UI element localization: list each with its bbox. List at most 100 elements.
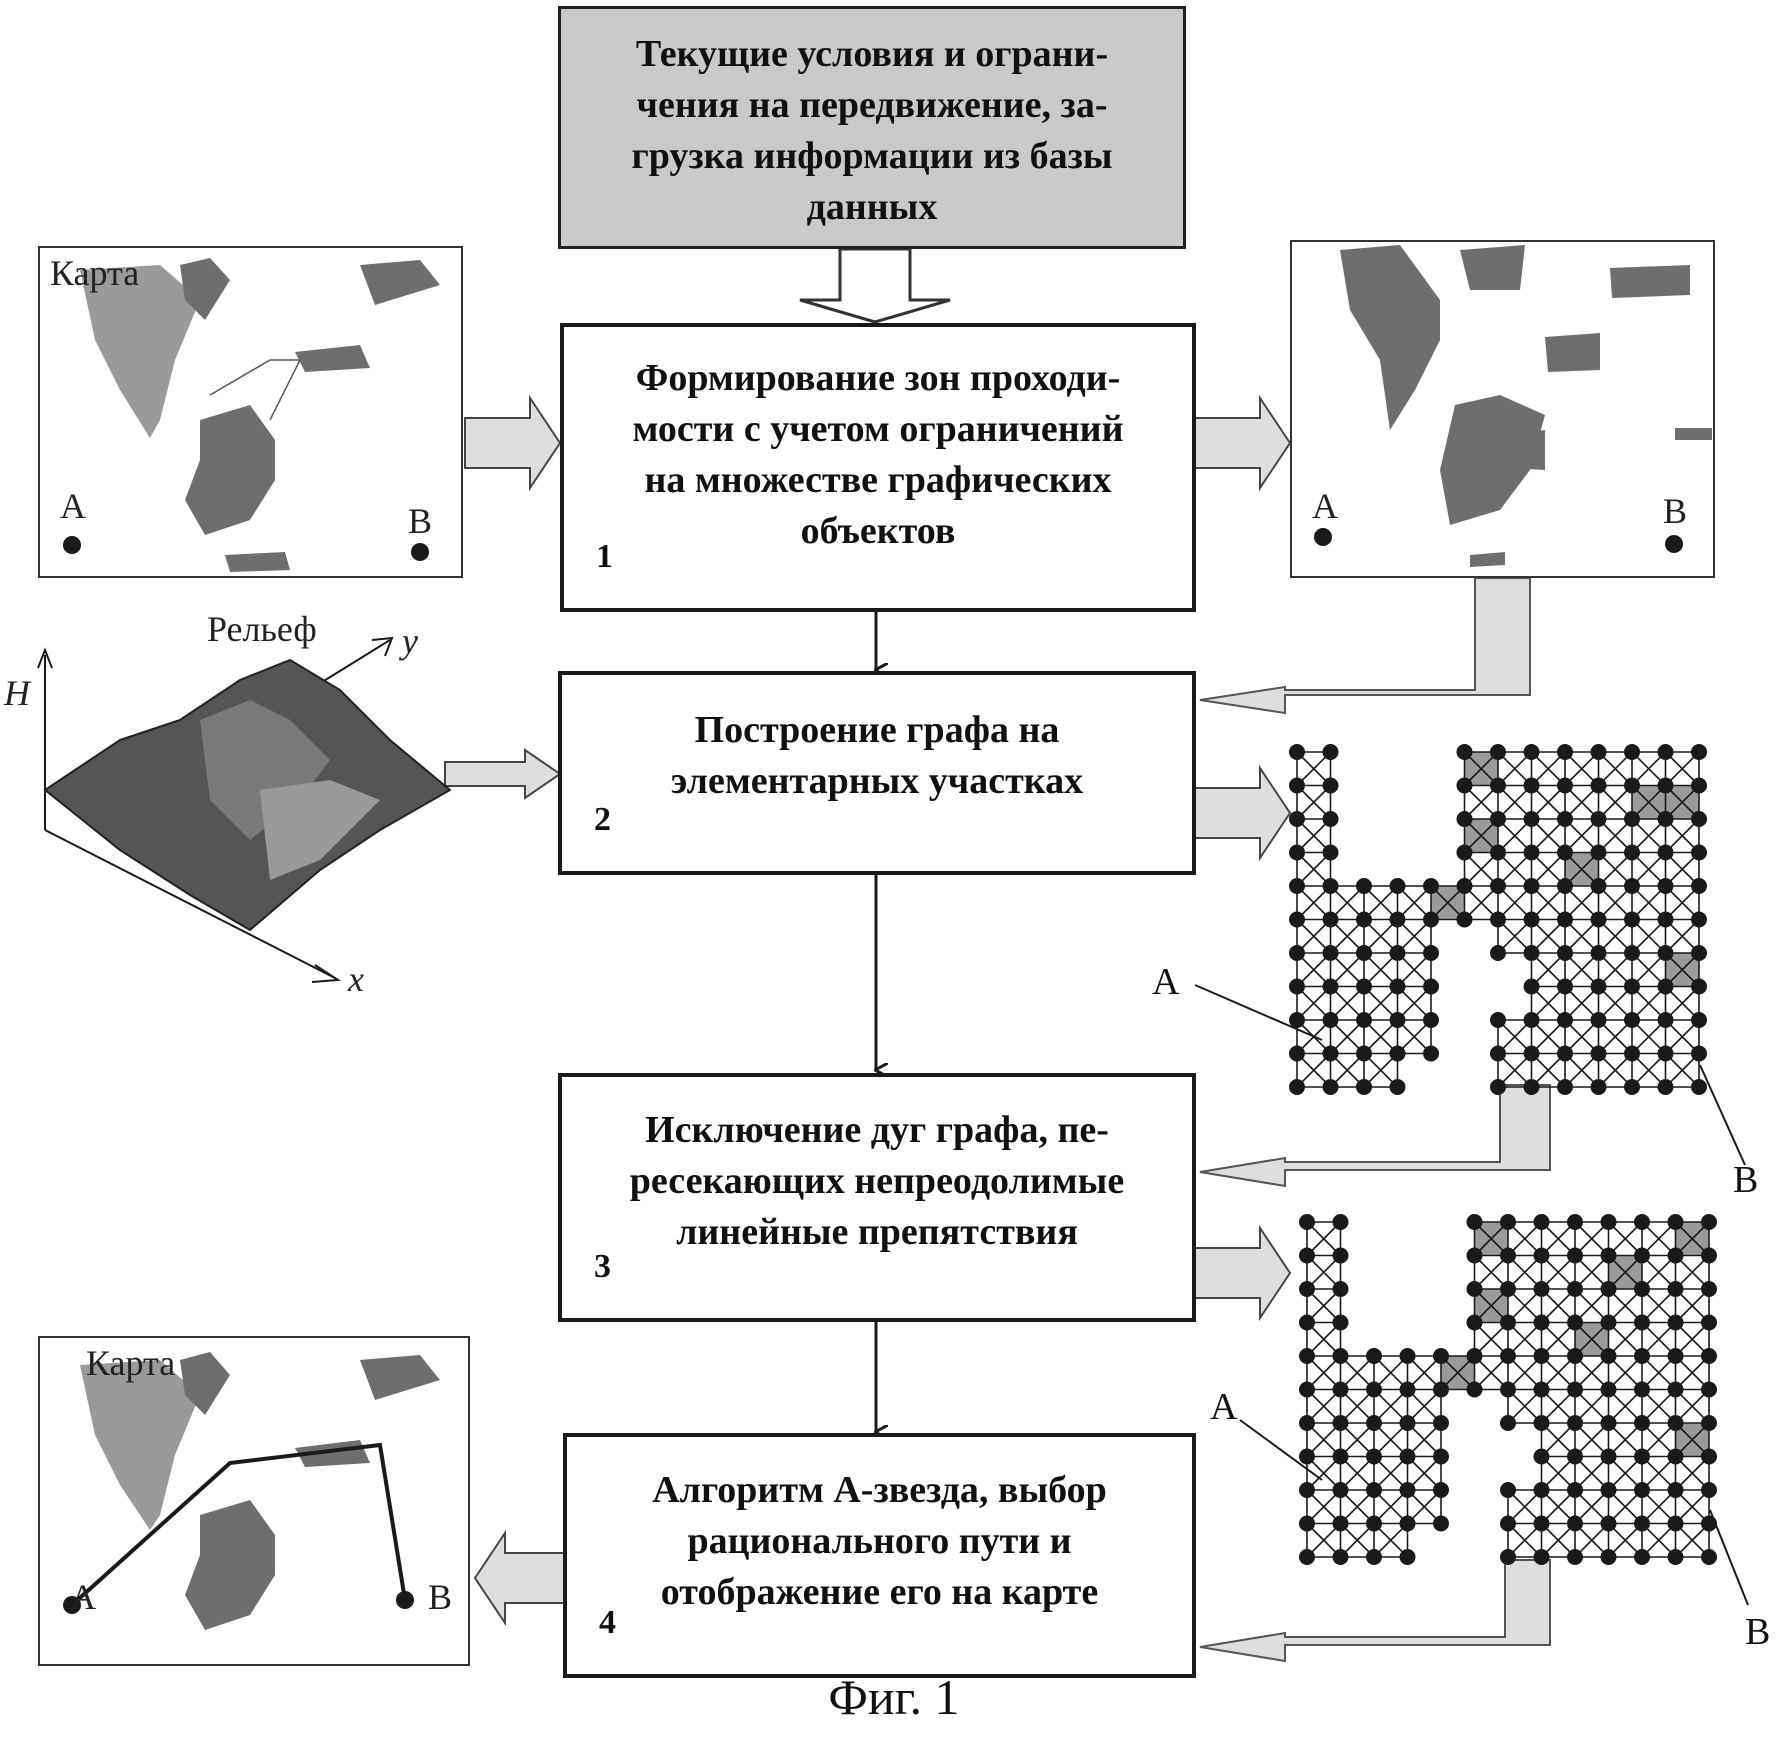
graph-node	[1299, 1214, 1315, 1230]
graph-node	[1590, 911, 1607, 928]
graph-node	[1423, 945, 1439, 961]
graph-node	[1691, 978, 1707, 995]
graph-node	[1567, 1515, 1583, 1532]
graph-node	[1299, 1448, 1315, 1465]
graph-node	[1567, 1415, 1583, 1431]
graph-node	[1466, 1381, 1483, 1398]
graph-node	[1624, 945, 1640, 961]
graph1-label-a: A	[1152, 961, 1180, 1003]
graph-node	[1691, 744, 1707, 760]
block-arrow-box3-to-graph2	[1194, 1224, 1292, 1322]
block-arrow-relief-to-box2	[444, 748, 562, 800]
graph-node	[1366, 1515, 1382, 1532]
graph-node	[1423, 1012, 1439, 1028]
graph-node	[1500, 1281, 1516, 1297]
graph-node	[1399, 1549, 1416, 1565]
relief-axis-h: H	[4, 673, 30, 713]
graph-node	[1456, 744, 1473, 760]
graph-node	[1600, 1381, 1617, 1398]
graph-node	[1600, 1515, 1617, 1532]
graph-node	[1557, 1045, 1573, 1062]
graph-node	[1557, 811, 1573, 827]
map1-label-b: B	[408, 501, 433, 541]
graph-node	[1523, 844, 1540, 861]
graph-node	[1590, 945, 1607, 961]
graph-node	[1691, 911, 1707, 928]
map3-title: Карта	[86, 1343, 176, 1383]
graph-node	[1289, 945, 1305, 961]
box-input-conditions: Текущие условия и ограни- чения на перед…	[558, 6, 1186, 249]
graph-node	[1356, 978, 1372, 995]
graph-node	[1299, 1314, 1315, 1331]
graph-node	[1634, 1482, 1650, 1498]
graph-node	[1523, 1012, 1540, 1028]
box-step-1: Формирование зон проходи- мости с учетом…	[560, 323, 1196, 612]
graph-node	[1466, 1348, 1483, 1364]
map2-shapes	[1314, 245, 1712, 567]
graph-node	[1701, 1314, 1717, 1331]
return-arrow-graph2-to-box4	[1199, 1559, 1551, 1663]
graph-node	[1624, 744, 1640, 760]
graph-node	[1624, 1079, 1640, 1095]
graph-node	[1289, 811, 1305, 827]
graph2-label-b: B	[1745, 1611, 1771, 1653]
graph-node	[1533, 1448, 1550, 1465]
graph-node	[1322, 744, 1339, 760]
graph-node	[1523, 811, 1540, 827]
box-step-4: Алгоритм А-звезда, выбор рационального п…	[563, 1433, 1196, 1678]
graph-node	[1466, 1281, 1483, 1297]
graph-node	[1490, 945, 1506, 961]
graph-node	[1332, 1448, 1349, 1465]
graph-node	[1500, 1381, 1516, 1398]
graph-node	[1366, 1348, 1382, 1364]
graph-node	[1523, 744, 1540, 760]
block-arrow-map1-to-box1	[464, 394, 562, 492]
graph-node	[1657, 811, 1674, 827]
graph-node	[1299, 1482, 1315, 1498]
graph-node	[1523, 978, 1540, 995]
graph-node	[1590, 744, 1607, 760]
graph-node	[1533, 1247, 1550, 1264]
graph-node	[1299, 1281, 1315, 1297]
graph-node	[1600, 1482, 1617, 1498]
graph-node	[1299, 1348, 1315, 1364]
graph-node	[1289, 1012, 1305, 1028]
graph-node	[1657, 945, 1674, 961]
graph-node	[1289, 744, 1305, 760]
graph-node	[1624, 844, 1640, 861]
graph-node	[1691, 1045, 1707, 1062]
graph-node	[1299, 1247, 1315, 1264]
graph-node	[1634, 1281, 1650, 1297]
graph-node	[1322, 978, 1339, 995]
graph-node	[1657, 1012, 1674, 1028]
graph-node	[1456, 777, 1473, 794]
graph-node	[1624, 978, 1640, 995]
graph-node	[1600, 1281, 1617, 1297]
graph-node	[1399, 1482, 1416, 1498]
graph-node	[1490, 878, 1506, 894]
graph-node	[1490, 1045, 1506, 1062]
graph-node	[1433, 1482, 1449, 1498]
graph-node	[1634, 1415, 1650, 1431]
graph-node	[1322, 1045, 1339, 1062]
graph-node	[1366, 1549, 1382, 1565]
graph-node	[1356, 1079, 1372, 1095]
graph-node	[1332, 1247, 1349, 1264]
graph-node	[1557, 945, 1573, 961]
graph-node	[1332, 1515, 1349, 1532]
graph-node	[1322, 777, 1339, 794]
graph-node	[1557, 844, 1573, 861]
graph-node	[1567, 1314, 1583, 1331]
route-line	[70, 1442, 407, 1607]
graph-node	[1366, 1482, 1382, 1498]
graph-node	[1634, 1448, 1650, 1465]
map2-label-b: B	[1663, 491, 1688, 531]
graph-node	[1600, 1549, 1617, 1565]
map2-panel	[1290, 240, 1715, 578]
graph-node	[1433, 1515, 1449, 1532]
box-step-3-text: Исключение дуг графа, пе- ресекающих неп…	[629, 1109, 1125, 1253]
graph-node	[1557, 744, 1573, 760]
graph-node	[1667, 1314, 1684, 1331]
graph-node	[1423, 878, 1439, 894]
graph-node	[1557, 777, 1573, 794]
